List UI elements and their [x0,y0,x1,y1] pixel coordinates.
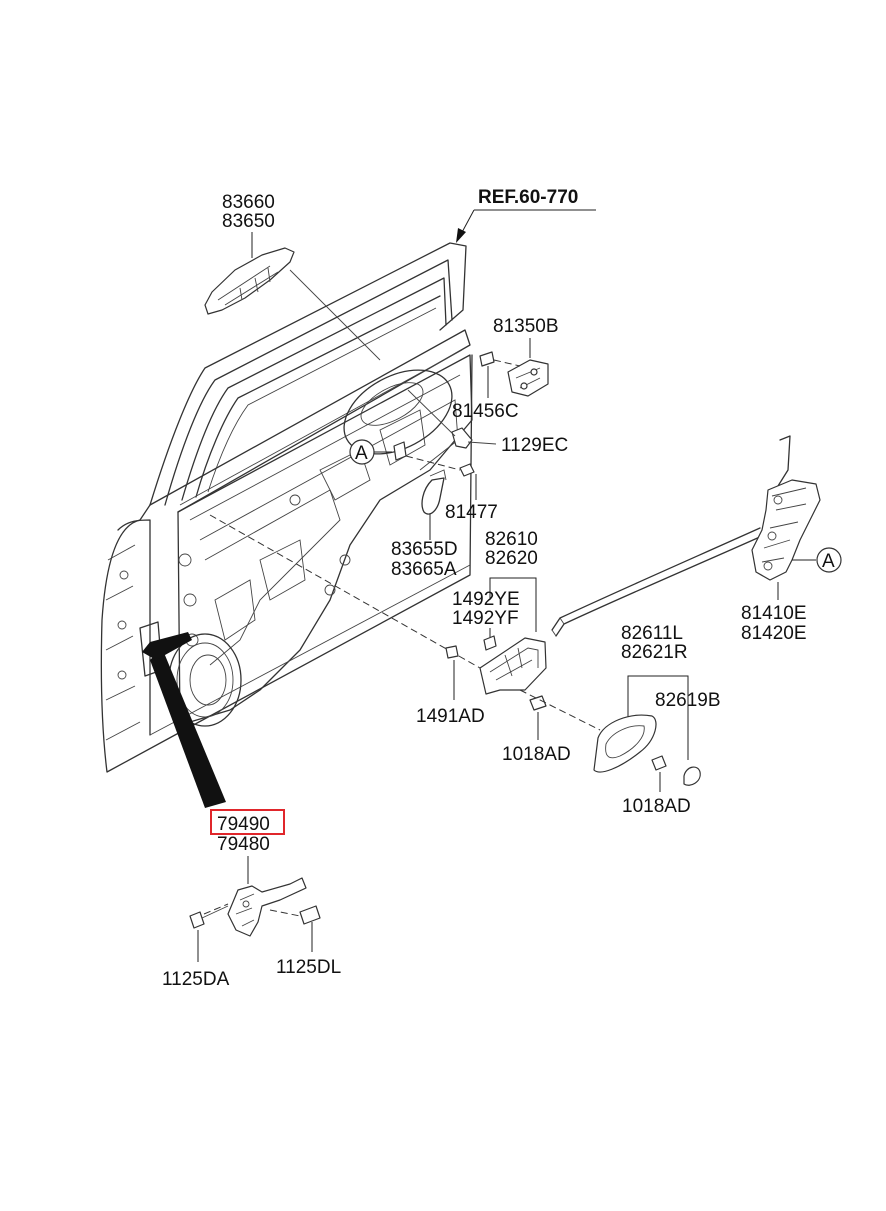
door-checker-group: 79490 79480 [142,632,307,937]
ref-arrow-icon [456,228,466,243]
label-82610: 82610 [485,529,538,550]
handle-bracket-group: 82610 82620 1492YE 1492YF [209,514,547,695]
label-81350B: 81350B [493,316,559,337]
screw-bracket-group: 1018AD [502,689,601,765]
highlight-box-79490 [210,809,285,835]
label-82611L: 82611L [621,623,683,644]
nut-group: 1491AD [416,645,485,727]
screw-handle-group: 1018AD [622,755,691,817]
bolt-1125da-part [189,911,205,929]
cap-part [683,766,701,786]
clip-81477-part [459,463,475,477]
label-83650: 83650 [222,211,275,232]
rod-part [421,477,445,515]
label-82619B: 82619B [655,690,721,711]
label-1492YE: 1492YE [452,589,520,610]
bolt-1129ec-group: 1129EC [407,389,568,456]
label-81410E: 81410E [741,603,807,624]
outside-handle-group: 83660 83650 [204,192,381,361]
label-83655D: 83655D [391,539,458,560]
latch-cable [551,527,761,631]
inside-handle-part [593,714,657,773]
striker-group: 81350B 81456C [452,316,559,422]
label-81477: 81477 [445,502,498,523]
door-latch-group: A 81410E 81420E [551,435,842,644]
label-83665A: 83665A [391,559,457,580]
screw-bracket-part [529,695,547,711]
bolt-1129ec-part [451,427,473,449]
reference-callout: REF.60-770 [456,187,596,243]
rivet-part [483,635,497,651]
nut-part [445,645,459,659]
rear-door-panel [100,242,473,773]
label-82621R: 82621R [621,642,688,663]
striker-part [507,359,549,397]
striker-screw-part [479,351,495,367]
checker-pointer-icon [150,648,226,808]
callout-a-latch-marker: A [822,551,835,572]
label-81420E: 81420E [741,623,807,644]
ref-label: REF.60-770 [478,187,578,208]
label-1125DA: 1125DA [162,969,230,990]
label-1129EC: 1129EC [501,435,568,456]
screw-handle-part [651,755,667,771]
inside-handle-group: 82611L 82621R 82619B [593,623,721,786]
label-1125DL: 1125DL [276,957,341,978]
label-83660: 83660 [222,192,275,213]
label-82620: 82620 [485,548,538,569]
label-79480: 79480 [217,834,270,855]
label-79490: 79490 [217,814,270,835]
label-81456C: 81456C [452,401,519,422]
rod-group: 83655D 83665A [391,469,458,580]
door-checker-part [227,877,307,937]
label-1492YF: 1492YF [452,608,519,629]
checker-bolts-group: 1125DA 1125DL [162,903,341,990]
bolt-1125dl-part [299,905,321,925]
door-latch-part [751,479,821,581]
label-1018AD-handle: 1018AD [622,796,691,817]
label-1491AD: 1491AD [416,706,485,727]
label-1018AD-bracket: 1018AD [502,744,571,765]
clip-81477-group: 81477 [405,455,498,523]
callout-a-marker: A [355,443,368,464]
outside-handle-part [204,247,295,315]
